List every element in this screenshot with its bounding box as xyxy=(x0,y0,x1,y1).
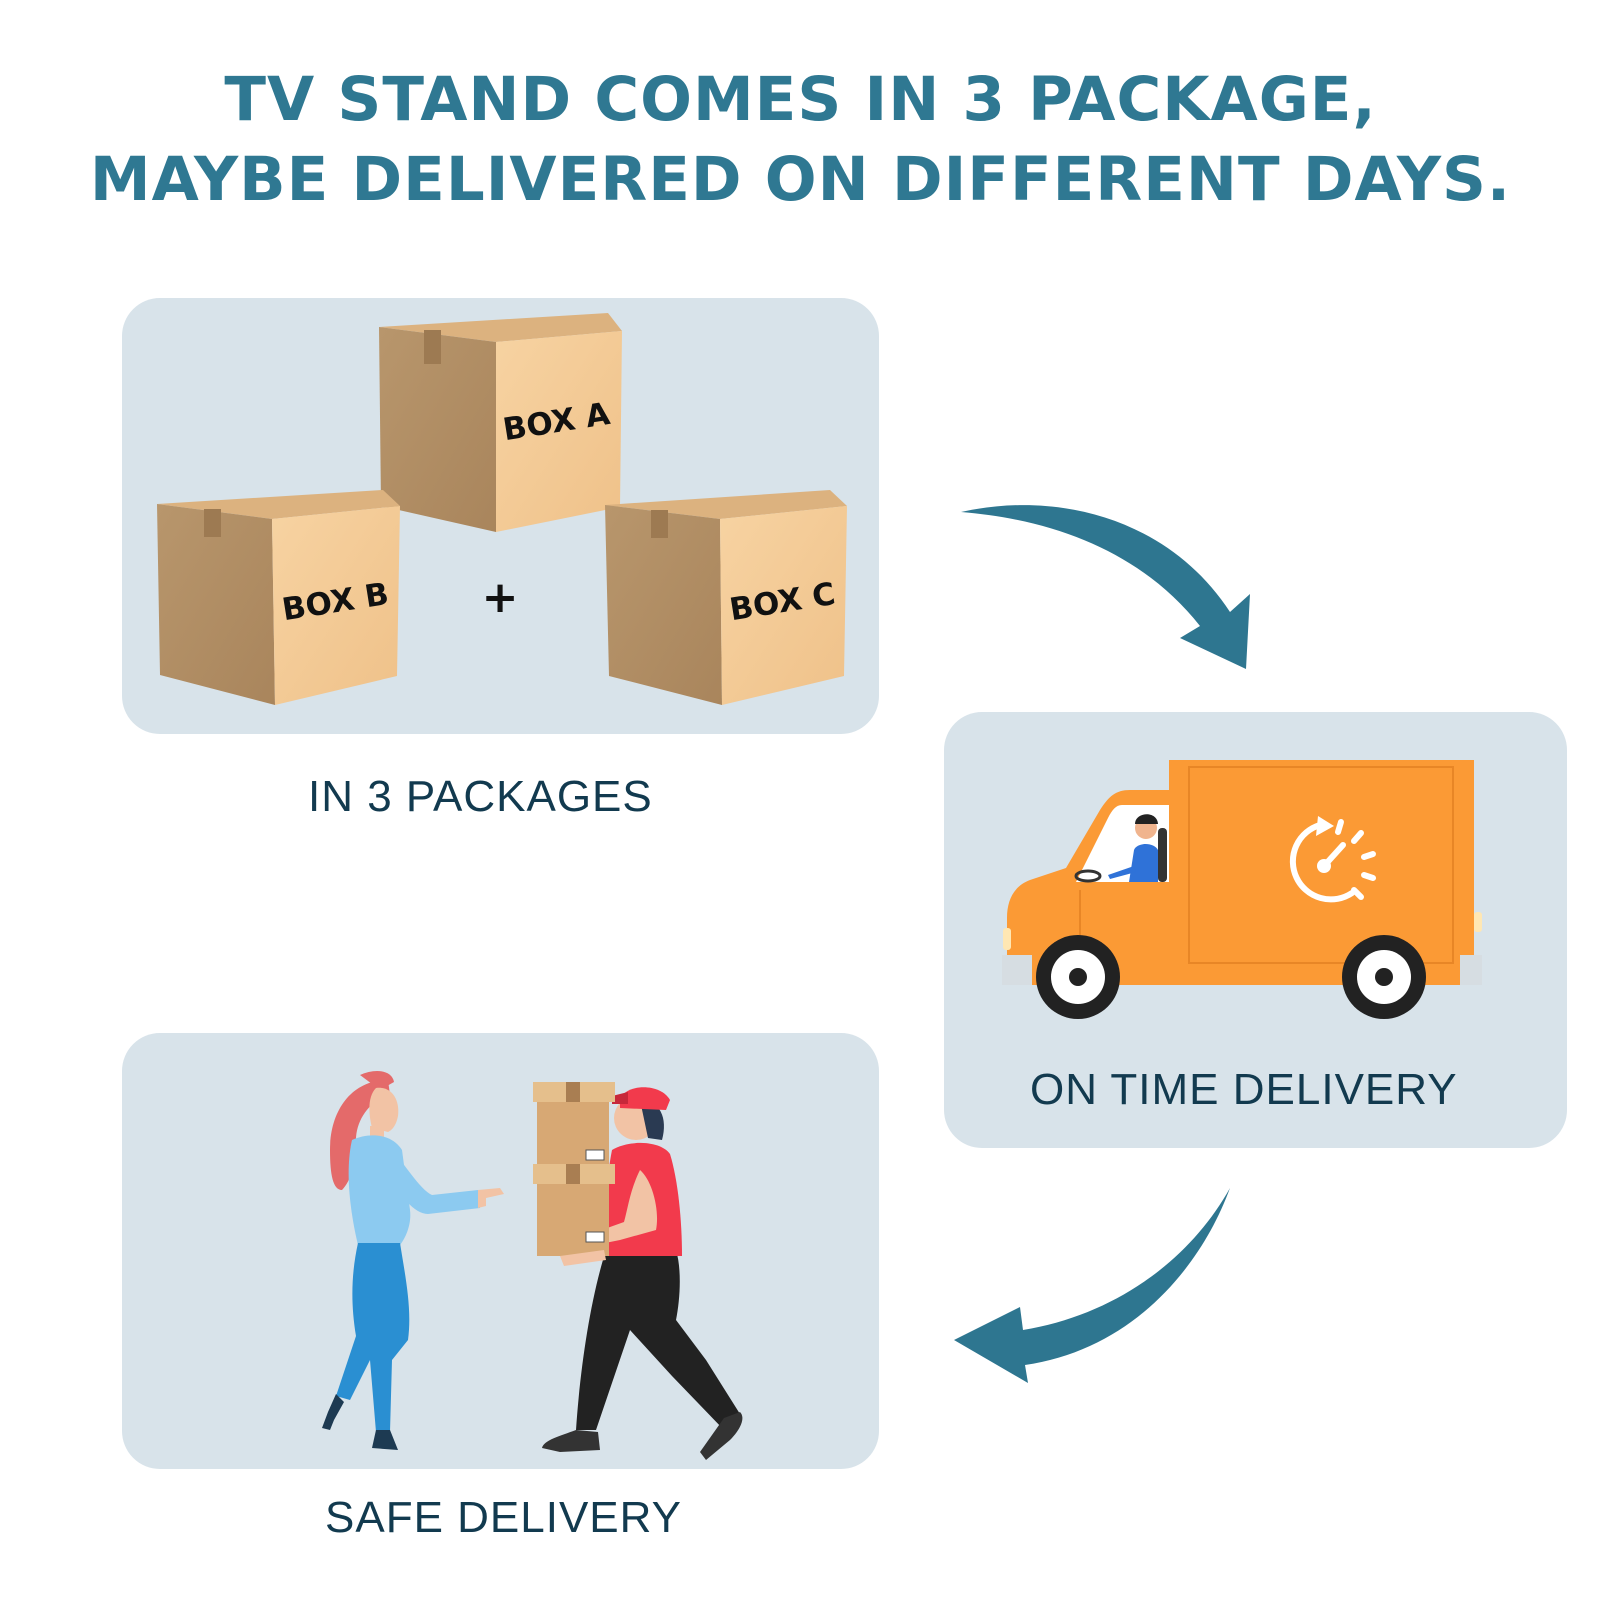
on-time-delivery-caption: ON TIME DELIVERY xyxy=(1030,1065,1458,1114)
plus-sign: + xyxy=(482,572,519,623)
stopwatch-icon xyxy=(1289,816,1376,903)
box-a-icon: BOX A xyxy=(379,313,622,532)
packages-caption: IN 3 PACKAGES xyxy=(308,772,653,821)
box-c-icon: BOX C xyxy=(605,490,847,705)
delivery-truck-icon xyxy=(1002,760,1482,1019)
headline-line-2: MAYBE DELIVERED ON DIFFERENT DAYS. xyxy=(89,144,1512,215)
curved-arrow-left-icon xyxy=(954,1188,1230,1383)
woman-customer-icon xyxy=(322,1070,504,1450)
courier-with-boxes-icon xyxy=(533,1082,743,1460)
curved-arrow-down-icon xyxy=(961,505,1250,669)
headline-line-1: TV STAND COMES IN 3 PACKAGE, xyxy=(224,64,1377,135)
safe-delivery-panel xyxy=(122,1033,879,1469)
box-b-icon: BOX B xyxy=(157,490,400,705)
safe-delivery-caption: SAFE DELIVERY xyxy=(325,1493,682,1542)
